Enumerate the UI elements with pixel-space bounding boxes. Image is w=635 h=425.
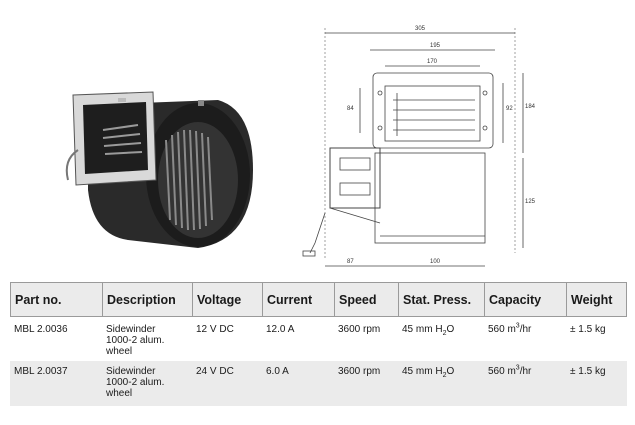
header-weight: Weight bbox=[566, 282, 627, 317]
cell-part-no: MBL 2.0037 bbox=[10, 361, 102, 406]
dimension-label: 195 bbox=[430, 43, 441, 49]
description-line: 1000-2 alum. bbox=[106, 335, 165, 346]
capacity-sup: 3 bbox=[515, 322, 520, 330]
table-header-row: Part no. Description Voltage Current Spe… bbox=[10, 282, 627, 317]
cell-description: Sidewinder 1000-2 alum. wheel bbox=[102, 361, 192, 406]
capacity-tail: /hr bbox=[519, 324, 532, 335]
capacity-value: 560 m bbox=[488, 324, 516, 335]
dimension-label: 184 bbox=[525, 104, 535, 110]
stat-press-tail: O bbox=[446, 324, 455, 335]
dimension-label: 305 bbox=[415, 26, 426, 32]
description-line: Sidewinder bbox=[106, 324, 156, 335]
header-capacity: Capacity bbox=[484, 282, 566, 317]
cell-current: 12.0 A bbox=[262, 317, 334, 361]
dimension-drawing: 305 195 170 84 92 184 125 bbox=[302, 26, 535, 267]
cell-part-no: MBL 2.0036 bbox=[10, 317, 102, 361]
dimension-label: 84 bbox=[347, 106, 354, 112]
header-current: Current bbox=[262, 282, 334, 317]
dimension-label: 170 bbox=[427, 59, 438, 65]
cell-weight: ± 1.5 kg bbox=[566, 361, 627, 406]
cell-voltage: 12 V DC bbox=[192, 317, 262, 361]
header-part-no: Part no. bbox=[10, 282, 102, 317]
capacity-value: 560 m bbox=[488, 366, 516, 377]
stat-press-tail: O bbox=[446, 366, 455, 377]
blower-photo bbox=[65, 91, 253, 248]
capacity-sup: 3 bbox=[515, 364, 520, 372]
stat-press-value: 45 mm H bbox=[402, 324, 443, 335]
dimension-label: 87 bbox=[347, 259, 354, 265]
cell-description: Sidewinder 1000-2 alum. wheel bbox=[102, 317, 192, 361]
spec-table: Part no. Description Voltage Current Spe… bbox=[10, 282, 627, 406]
cell-weight: ± 1.5 kg bbox=[566, 317, 627, 361]
header-speed: Speed bbox=[334, 282, 398, 317]
table-row: MBL 2.0036 Sidewinder 1000-2 alum. wheel… bbox=[10, 317, 627, 361]
table-row: MBL 2.0037 Sidewinder 1000-2 alum. wheel… bbox=[10, 361, 627, 406]
cell-stat-press: 45 mm H2O bbox=[398, 361, 484, 406]
stat-press-sub: 2 bbox=[442, 372, 447, 379]
description-line: wheel bbox=[106, 346, 133, 357]
cell-speed: 3600 rpm bbox=[334, 317, 398, 361]
cell-voltage: 24 V DC bbox=[192, 361, 262, 406]
cell-current: 6.0 A bbox=[262, 361, 334, 406]
stat-press-sub: 2 bbox=[442, 330, 447, 337]
cell-speed: 3600 rpm bbox=[334, 361, 398, 406]
cell-capacity: 560 m3/hr bbox=[484, 361, 566, 406]
header-voltage: Voltage bbox=[192, 282, 262, 317]
dimension-label: 92 bbox=[506, 106, 513, 112]
dimension-label: 125 bbox=[525, 199, 535, 205]
cell-stat-press: 45 mm H2O bbox=[398, 317, 484, 361]
description-line: wheel bbox=[106, 388, 133, 399]
header-description: Description bbox=[102, 282, 192, 317]
header-stat-press: Stat. Press. bbox=[398, 282, 484, 317]
product-figure: 305 195 170 84 92 184 125 bbox=[65, 26, 535, 267]
description-line: Sidewinder bbox=[106, 366, 156, 377]
cell-capacity: 560 m3/hr bbox=[484, 317, 566, 361]
stat-press-value: 45 mm H bbox=[402, 366, 443, 377]
dimension-label: 100 bbox=[430, 259, 441, 265]
description-line: 1000-2 alum. bbox=[106, 377, 165, 388]
capacity-tail: /hr bbox=[519, 366, 532, 377]
